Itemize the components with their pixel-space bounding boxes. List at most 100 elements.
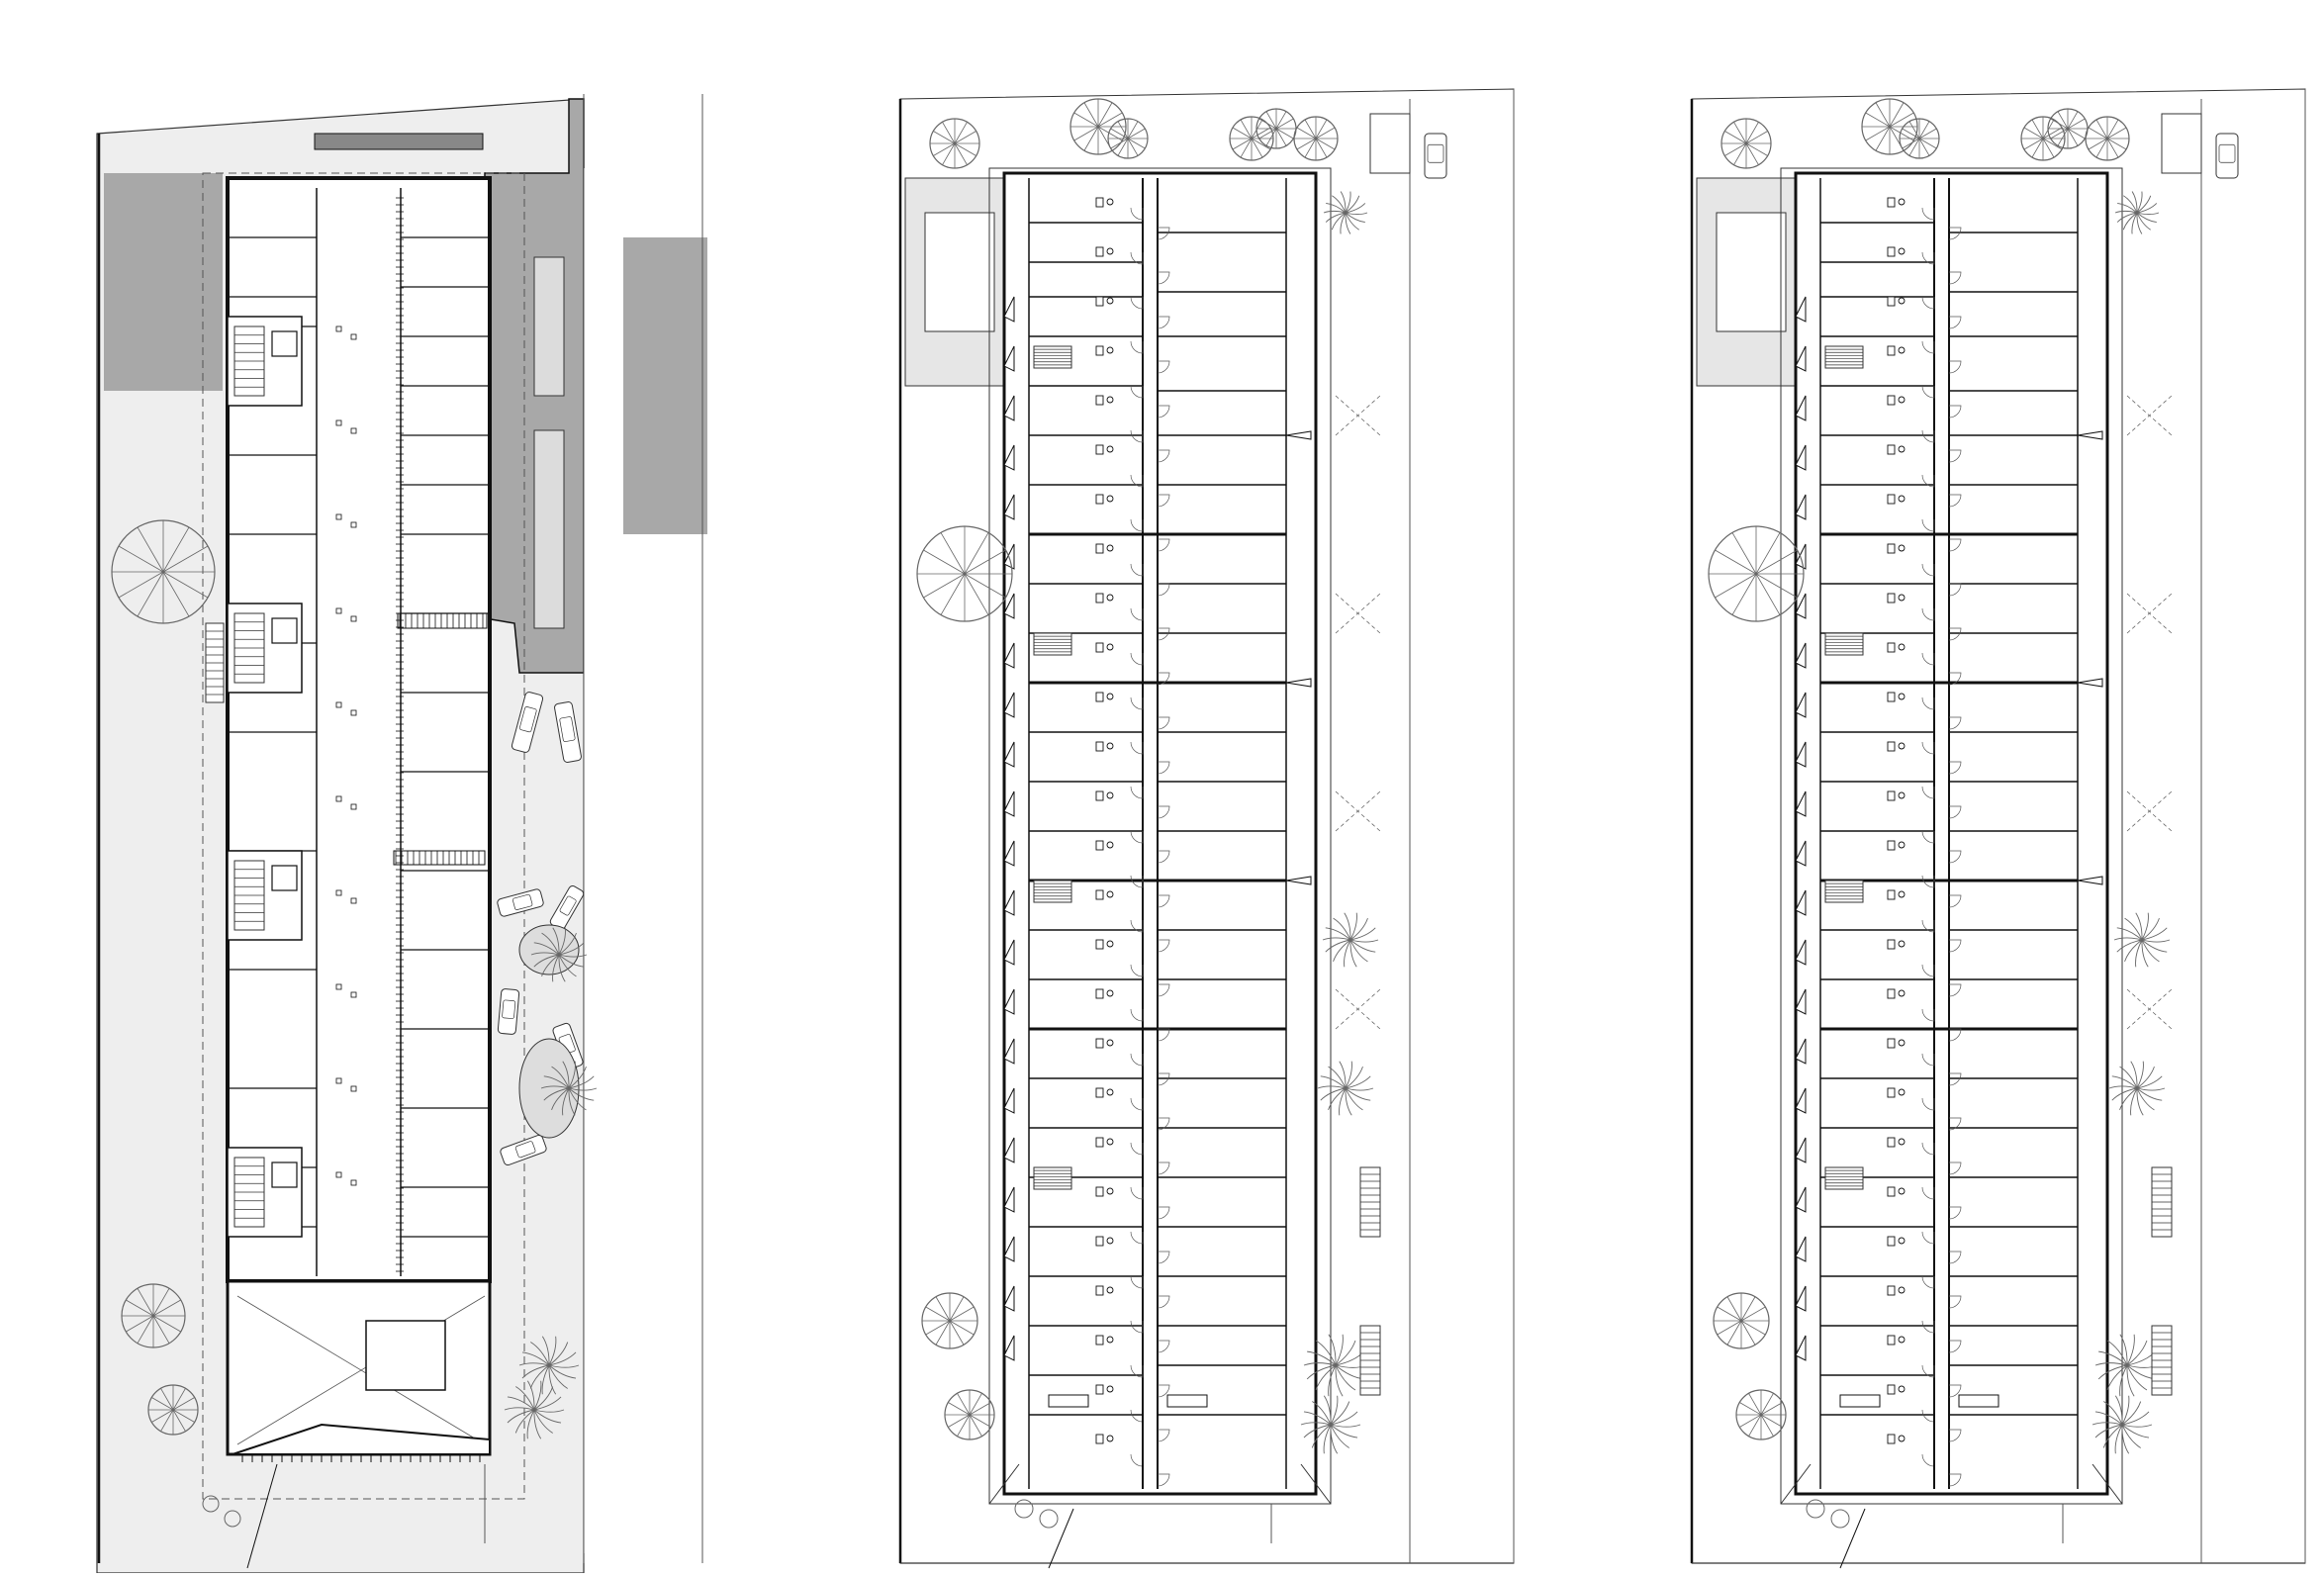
stair-flight <box>1824 345 1864 369</box>
palm-frond <box>558 954 577 977</box>
door-swing <box>1130 919 1144 933</box>
door-swing <box>1921 875 1935 888</box>
door-swing <box>1157 716 1170 730</box>
tree-small <box>944 1389 995 1440</box>
bathroom-fixture <box>1095 296 1114 307</box>
palm-frond <box>1323 210 1347 214</box>
garden-box <box>1716 212 1787 332</box>
wc-bowl <box>1095 296 1104 307</box>
door-swing <box>1948 939 1962 953</box>
door-swing <box>1130 696 1144 710</box>
palm-frond <box>533 954 560 968</box>
balcony-wedge <box>2077 430 2103 440</box>
basin <box>1898 791 1906 799</box>
wc-bowl <box>1887 444 1896 455</box>
door-swing <box>1130 1231 1144 1245</box>
tree-branch <box>1733 122 1747 144</box>
palm-tree <box>1322 912 1379 968</box>
wc-bowl <box>1887 395 1896 406</box>
palm-frond <box>548 1364 557 1395</box>
door-swing <box>1157 1340 1170 1353</box>
tree <box>1293 116 1339 161</box>
palm-frond <box>2111 1087 2138 1101</box>
tree-branch <box>1715 549 1757 575</box>
tree-branch <box>126 1299 154 1317</box>
balcony-wedge <box>1003 1186 1015 1213</box>
palm-frond <box>1349 939 1368 963</box>
wc-bowl <box>1095 1434 1104 1444</box>
basin <box>1106 1435 1114 1442</box>
wc-bowl <box>1887 692 1896 702</box>
palm-frond <box>526 1380 535 1411</box>
palm-frond <box>2141 917 2160 941</box>
bathroom-fixture <box>1095 543 1114 554</box>
balcony-wedge <box>1795 1236 1807 1262</box>
door-swing <box>1921 340 1935 354</box>
door-arc <box>1157 1295 1170 1309</box>
tree-branch <box>2106 138 2127 150</box>
tree-branch <box>948 1402 971 1416</box>
tree-branch <box>1908 121 1920 139</box>
balcony-wedge <box>2077 876 2103 885</box>
entrance-canopy <box>232 1423 491 1455</box>
bathroom-fixture <box>1887 444 1906 455</box>
tree-branch <box>1902 128 1920 139</box>
palm-frond <box>1345 1061 1352 1089</box>
column-marker <box>350 897 357 904</box>
bathroom-fixture <box>1887 246 1906 257</box>
palm-frond <box>552 954 560 982</box>
door-arc <box>1157 1117 1170 1131</box>
zone-dash <box>2126 790 2173 832</box>
palm-frond <box>2094 1424 2123 1439</box>
wc-bowl <box>1887 1335 1896 1346</box>
tree-branch <box>2042 127 2063 139</box>
door-swing <box>1130 1364 1144 1378</box>
bathroom-fixture <box>1887 939 1906 950</box>
building-outline <box>1002 171 1318 1496</box>
balcony-wedge <box>1795 395 1807 421</box>
car-body <box>497 988 520 1035</box>
tree-branch <box>1127 128 1146 139</box>
basin <box>1898 1385 1906 1393</box>
tree-branch <box>964 549 1006 575</box>
car-windshield <box>1427 143 1444 163</box>
door-swing <box>1130 385 1144 399</box>
balcony-wedge <box>1795 1038 1807 1065</box>
door-swing <box>1157 894 1170 908</box>
door-arc <box>1157 983 1170 997</box>
palm-frond <box>568 1087 587 1111</box>
kitchen-counter <box>1839 1394 1881 1408</box>
kitchen-counter <box>1958 1394 1999 1408</box>
tree-branch <box>2106 127 2127 139</box>
column-marker <box>335 889 342 896</box>
door-arc <box>1921 251 1935 265</box>
column-marker <box>335 419 342 426</box>
door-swing <box>1921 385 1935 399</box>
wc-bowl <box>1887 840 1896 851</box>
parking-bay <box>1369 113 1411 174</box>
shrub <box>1039 1509 1059 1529</box>
palm-frond <box>1315 1364 1337 1391</box>
door-swing <box>1948 1072 1962 1086</box>
palm-frond <box>1349 927 1376 941</box>
tree-branch <box>1889 112 1914 128</box>
tree-branch <box>957 1414 971 1437</box>
door-arc <box>1948 1161 1962 1175</box>
bathroom-fixture <box>1887 1384 1906 1395</box>
balcony-wedge <box>2077 678 2103 688</box>
door-swing <box>1157 983 1170 997</box>
door-swing <box>1948 1028 1962 1042</box>
palm-frond <box>2121 1424 2153 1428</box>
door-swing <box>1921 1364 1935 1378</box>
palm-frond <box>551 1066 570 1089</box>
door-arc <box>1130 385 1144 399</box>
palm-frond <box>2116 927 2143 941</box>
palm-frond <box>2121 1424 2130 1454</box>
tree-branch <box>151 1409 174 1423</box>
car-body <box>500 1134 547 1166</box>
shrub <box>1830 1509 1850 1529</box>
tree-branch <box>1265 128 1277 146</box>
door-arc <box>1948 316 1962 329</box>
basin <box>1106 1138 1114 1146</box>
palm-frond <box>1345 1087 1363 1111</box>
